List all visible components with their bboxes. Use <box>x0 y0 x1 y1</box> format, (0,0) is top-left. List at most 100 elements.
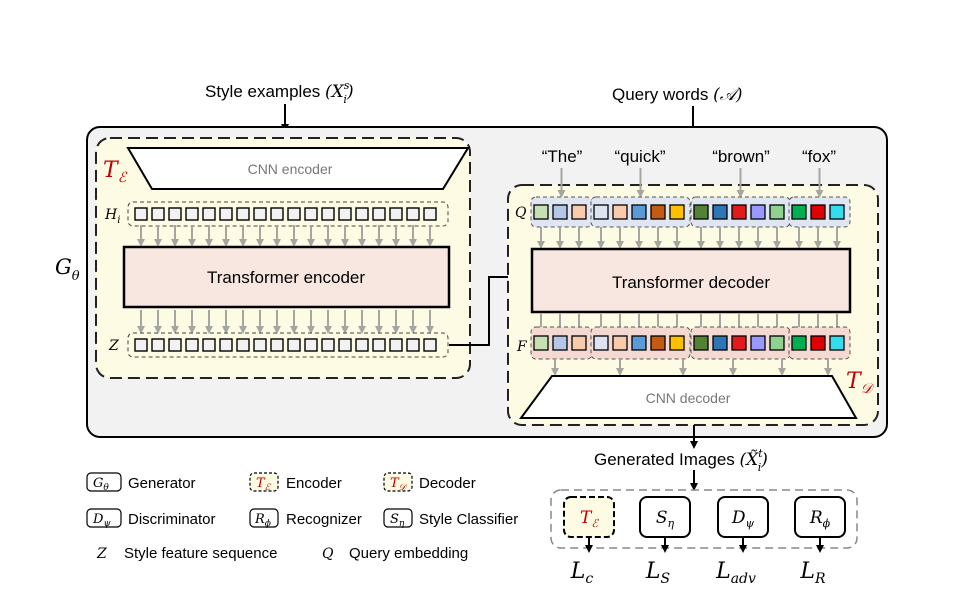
z-token <box>423 338 437 352</box>
h-token <box>253 207 267 221</box>
legend-style-feature-text: Style feature sequence <box>124 545 277 562</box>
z-token <box>202 338 216 352</box>
legend-decoder-text: Decoder <box>419 475 476 492</box>
z-token <box>338 338 352 352</box>
legend-style-classifier-box <box>383 508 413 528</box>
z-to-decoder-arrow <box>449 273 528 346</box>
cnn-decoder <box>519 375 858 419</box>
query-words-title: Query words (𝒜) <box>612 85 742 105</box>
legend-z-sym: Z <box>96 546 107 562</box>
z-sequence <box>134 338 437 352</box>
h-token <box>151 207 165 221</box>
query-token <box>769 204 785 220</box>
f-token <box>810 335 826 351</box>
legend-generator-text: Generator <box>128 475 196 492</box>
query-embedding-sequence <box>530 196 851 228</box>
module-label: Dψ <box>731 508 755 530</box>
f-token <box>712 335 728 351</box>
z-label: Z <box>108 338 119 354</box>
cnn-decoder-label: CNN decoder <box>646 390 731 406</box>
h-token <box>134 207 148 221</box>
transformer-encoder <box>122 245 451 309</box>
loss-label: LR <box>799 559 826 587</box>
query-token <box>650 204 666 220</box>
h-token <box>423 207 437 221</box>
legend-discriminator-box <box>86 508 122 528</box>
cnn-encoder <box>126 147 470 190</box>
modules-group <box>550 489 858 549</box>
h-sequence-group <box>127 201 449 227</box>
f-token <box>612 335 628 351</box>
h-sequence <box>134 207 437 221</box>
f-token <box>593 335 609 351</box>
query-token <box>693 204 709 220</box>
z-token <box>134 338 148 352</box>
z-sequence-group <box>127 332 449 358</box>
query-to-decoder-arrows <box>537 227 841 249</box>
transformer-decoder-label: Transformer decoder <box>612 273 770 292</box>
query-word-brown: “brown” <box>712 147 770 166</box>
legend-recognizer-box <box>249 508 279 528</box>
h-to-encoder-arrows <box>137 225 434 247</box>
query-token <box>829 204 845 220</box>
h-token <box>219 207 233 221</box>
h-token <box>202 207 216 221</box>
h-token <box>287 207 301 221</box>
legend-encoder-box <box>249 472 279 492</box>
z-token <box>355 338 369 352</box>
legend-decoder-box <box>383 472 413 492</box>
h-token <box>236 207 250 221</box>
h-token <box>270 207 284 221</box>
query-token <box>669 204 685 220</box>
h-token <box>355 207 369 221</box>
encoder-to-z-arrows <box>137 310 434 334</box>
z-token <box>253 338 267 352</box>
transformer-encoder-label: Transformer encoder <box>207 268 365 287</box>
query-token <box>612 204 628 220</box>
legend-style-classifier-text: Style Classifier <box>419 511 518 528</box>
f-token <box>631 335 647 351</box>
query-word-fox: “fox” <box>802 147 836 166</box>
f-token <box>769 335 785 351</box>
z-token <box>321 338 335 352</box>
query-token <box>810 204 826 220</box>
h-token <box>406 207 420 221</box>
loss-label: Ladv <box>715 559 756 587</box>
f-token <box>829 335 845 351</box>
query-word-the: “The” <box>542 147 583 166</box>
f-token <box>750 335 766 351</box>
q-label: Q <box>515 205 527 221</box>
legend-style-classifier-sym: Sη <box>390 512 405 529</box>
h-token <box>321 207 335 221</box>
f-label: F <box>516 339 528 355</box>
query-token <box>791 204 807 220</box>
f-to-cnn-decoder-arrows <box>551 359 832 376</box>
legend-q-sym: Q <box>322 546 334 562</box>
cnn-encoder-label: CNN encoder <box>248 161 333 177</box>
query-token <box>712 204 728 220</box>
z-token <box>151 338 165 352</box>
word-to-query-arrows <box>557 168 824 198</box>
query-token <box>571 204 587 220</box>
z-token <box>185 338 199 352</box>
query-token <box>533 204 549 220</box>
z-token <box>168 338 182 352</box>
legend-recognizer-sym: Rϕ <box>254 512 271 529</box>
generator-label: Gθ <box>55 255 80 284</box>
h-token <box>304 207 318 221</box>
decoder-label: T𝒟 <box>846 369 875 397</box>
module-label: Tℰ <box>580 508 599 530</box>
module-label: Sη <box>656 508 675 530</box>
transformer-decoder <box>530 247 852 314</box>
z-token <box>389 338 403 352</box>
f-token <box>731 335 747 351</box>
z-token <box>236 338 250 352</box>
z-token <box>270 338 284 352</box>
legend-discriminator-text: Discriminator <box>128 511 216 528</box>
loss-label: Lc <box>570 559 594 587</box>
loss-label: LS <box>645 559 670 587</box>
query-token <box>593 204 609 220</box>
